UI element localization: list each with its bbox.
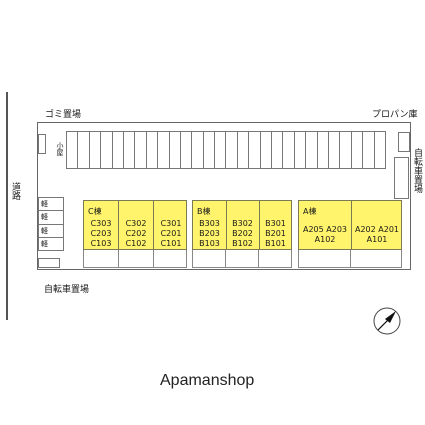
unit-column: B303 B203 B103	[193, 219, 226, 249]
unit-label: B101	[265, 239, 286, 248]
building-b-name: B棟	[197, 207, 211, 216]
site-boundary	[37, 122, 411, 270]
north-arrow-icon	[373, 307, 401, 335]
unit-label: B301	[265, 219, 286, 228]
road-edge-line	[6, 92, 8, 320]
kei-slot: 軽	[39, 211, 63, 225]
unit-label: B102	[232, 239, 253, 248]
unit-label: A205 A203	[299, 225, 351, 235]
unit-label: C101	[160, 239, 182, 248]
porch	[192, 250, 292, 268]
unit-column: C302 C202 C102	[119, 219, 153, 249]
propane-storage-box	[398, 132, 410, 152]
unit-label: C103	[90, 239, 112, 248]
unit-label: C102	[125, 239, 147, 248]
unit-label: C301	[160, 219, 182, 228]
kei-car-slots: 軽 軽 軽 軽	[38, 197, 64, 251]
bike-parking-bottom	[38, 258, 60, 268]
unit-column: B302 B202 B102	[226, 219, 259, 249]
garbage-area-label: ゴミ置場	[45, 110, 82, 120]
kei-slot: 軽	[39, 198, 63, 212]
unit-column: C301 C201 C101	[154, 219, 188, 249]
unit-label: B303	[199, 219, 220, 228]
storage-label: 小屋	[56, 142, 64, 156]
kei-slot: 軽	[41, 239, 48, 248]
unit-label: A202	[354, 225, 376, 234]
garbage-area-box	[38, 134, 46, 154]
unit-label: B202	[232, 229, 253, 238]
unit-label: B203	[199, 229, 220, 238]
unit-label: A201	[378, 225, 400, 234]
unit-column: A205 A203 A102	[299, 225, 351, 245]
building-a-name: A棟	[303, 207, 317, 216]
porch	[83, 250, 187, 268]
bike-parking-right	[394, 157, 409, 199]
unit-label: B103	[199, 239, 220, 248]
kei-slot: 軽	[39, 225, 63, 238]
building-a: A棟 A205 A203 A102 A202 A201 A101	[298, 200, 402, 250]
unit-column: C303 C203 C103	[84, 219, 118, 249]
parking-row-top	[66, 131, 386, 169]
unit-label: A102	[314, 235, 336, 244]
building-c: C棟 C303 C203 C103 C302 C202 C102 C301 C2…	[83, 200, 187, 250]
propane-storage-label: プロパン庫	[372, 110, 418, 120]
unit-column: A202 A201 A101	[351, 225, 403, 245]
unit-label: A101	[366, 235, 388, 244]
unit-label: C201	[160, 229, 182, 238]
unit-label: B201	[265, 229, 286, 238]
unit-label: A205	[302, 225, 324, 234]
building-c-name: C棟	[88, 207, 102, 216]
unit-label: C303	[90, 219, 112, 228]
unit-label: C202	[125, 229, 147, 238]
unit-label: A203	[326, 225, 348, 234]
unit-label: C203	[90, 229, 112, 238]
bike-parking-bottom-label: 自転車置場	[44, 285, 90, 295]
building-b: B棟 B303 B203 B103 B302 B202 B102 B301 B2…	[192, 200, 292, 250]
unit-label: A202 A201	[351, 225, 403, 235]
watermark-logo: Apamanshop	[160, 372, 255, 389]
road-label: 道路	[10, 182, 20, 200]
unit-column: B301 B201 B101	[259, 219, 292, 249]
unit-label: B302	[232, 219, 253, 228]
bike-parking-right-label: 自転車置場	[412, 148, 422, 193]
unit-label: C302	[125, 219, 147, 228]
